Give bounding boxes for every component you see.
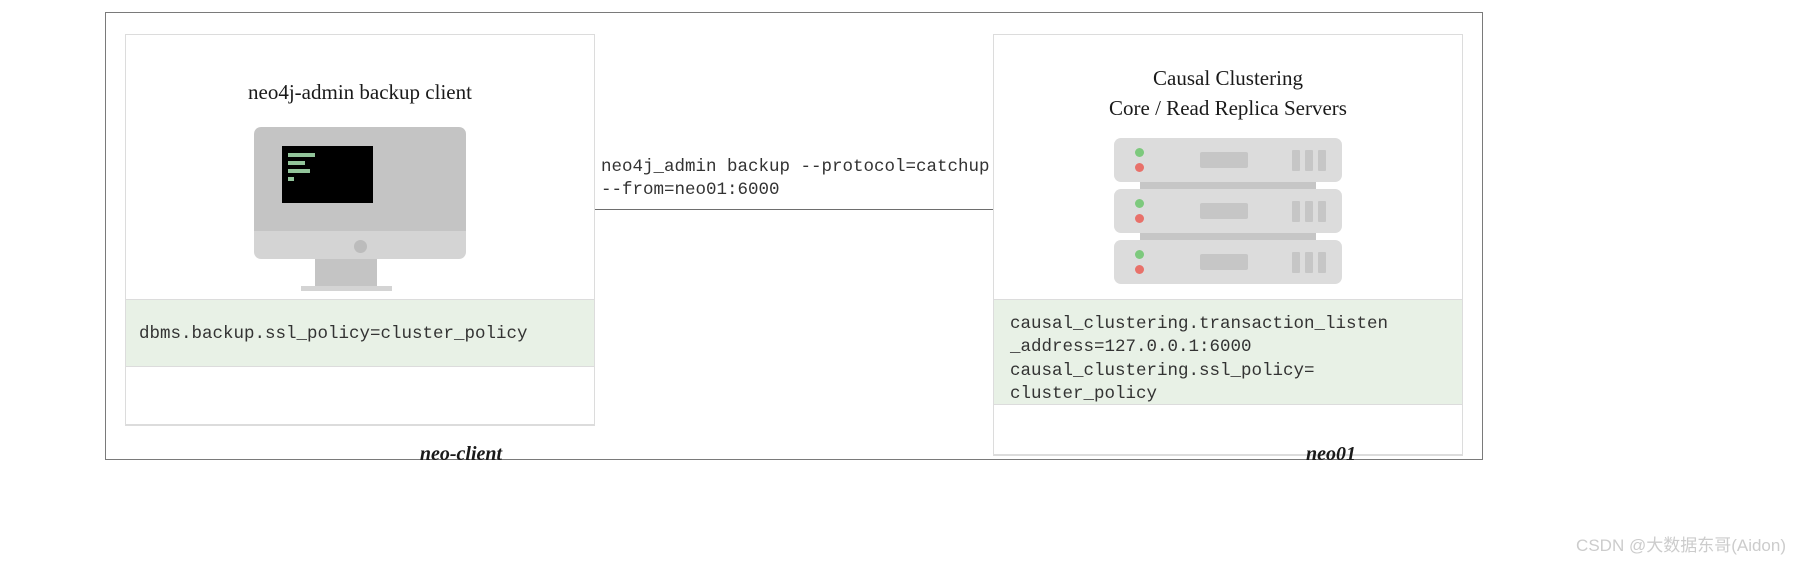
status-led-red-icon <box>1135 162 1144 172</box>
cluster-panel-footer-strip <box>994 405 1462 455</box>
client-panel-title: neo4j-admin backup client <box>126 77 594 107</box>
server-unit <box>1114 188 1342 240</box>
status-led-green-icon <box>1135 147 1144 157</box>
terminal-text-line <box>288 153 315 158</box>
cluster-panel-title: Causal Clustering Core / Read Replica Se… <box>994 63 1462 124</box>
csdn-watermark: CSDN @大数据东哥(Aidon) <box>1576 536 1786 555</box>
terminal-text-line <box>288 177 294 182</box>
server-slot <box>1305 251 1313 273</box>
server-rack-icon <box>1114 137 1342 284</box>
server-unit <box>1114 137 1342 189</box>
status-led-green-icon <box>1135 249 1144 259</box>
server-slot <box>1318 149 1326 171</box>
client-panel-footer-strip <box>126 367 594 425</box>
connector-line <box>595 209 993 210</box>
cluster-panel: Causal Clustering Core / Read Replica Se… <box>993 34 1463 456</box>
terminal-window-icon <box>282 146 373 204</box>
cluster-title-line-2: Core / Read Replica Servers <box>1109 96 1347 121</box>
diagram-outer-frame: neo4j-admin backup client dbms.backup.ss… <box>105 12 1483 465</box>
server-slot <box>1305 149 1313 171</box>
server-slot <box>1292 149 1300 171</box>
server-unit-connector <box>1140 181 1316 189</box>
client-panel: neo4j-admin backup client dbms.backup.ss… <box>125 34 595 426</box>
cluster-title-line-1: Causal Clustering <box>1153 66 1303 90</box>
monitor-stand-neck <box>315 259 377 287</box>
monitor-power-dot-icon <box>354 240 367 254</box>
monitor-stand-base <box>301 286 392 292</box>
server-slot <box>1292 200 1300 222</box>
cluster-config-text: causal_clustering.transaction_listen _ad… <box>994 299 1462 405</box>
terminal-text-line <box>288 169 310 174</box>
server-slot-group <box>1292 200 1326 222</box>
server-slot <box>1318 251 1326 273</box>
server-unit <box>1114 239 1342 284</box>
server-slot <box>1292 251 1300 273</box>
server-slot <box>1305 200 1313 222</box>
server-unit-connector <box>1140 232 1316 240</box>
client-title-line: neo4j-admin backup client <box>248 80 472 104</box>
terminal-text-line <box>288 161 305 166</box>
status-led-red-icon <box>1135 213 1144 223</box>
server-slot-group <box>1292 251 1326 273</box>
client-node-caption: neo-client <box>419 443 503 465</box>
server-face-panel <box>1200 202 1248 219</box>
server-face-panel <box>1200 253 1248 270</box>
client-config-text: dbms.backup.ssl_policy=cluster_policy <box>126 299 594 367</box>
backup-command-label: neo4j_admin backup --protocol=catchup --… <box>601 157 990 201</box>
cluster-node-caption: neo01 <box>1306 443 1356 465</box>
server-slot <box>1318 200 1326 222</box>
server-slot-group <box>1292 149 1326 171</box>
status-led-green-icon <box>1135 198 1144 208</box>
desktop-monitor-icon <box>254 127 466 293</box>
status-led-red-icon <box>1135 264 1144 274</box>
server-face-panel <box>1200 151 1248 168</box>
